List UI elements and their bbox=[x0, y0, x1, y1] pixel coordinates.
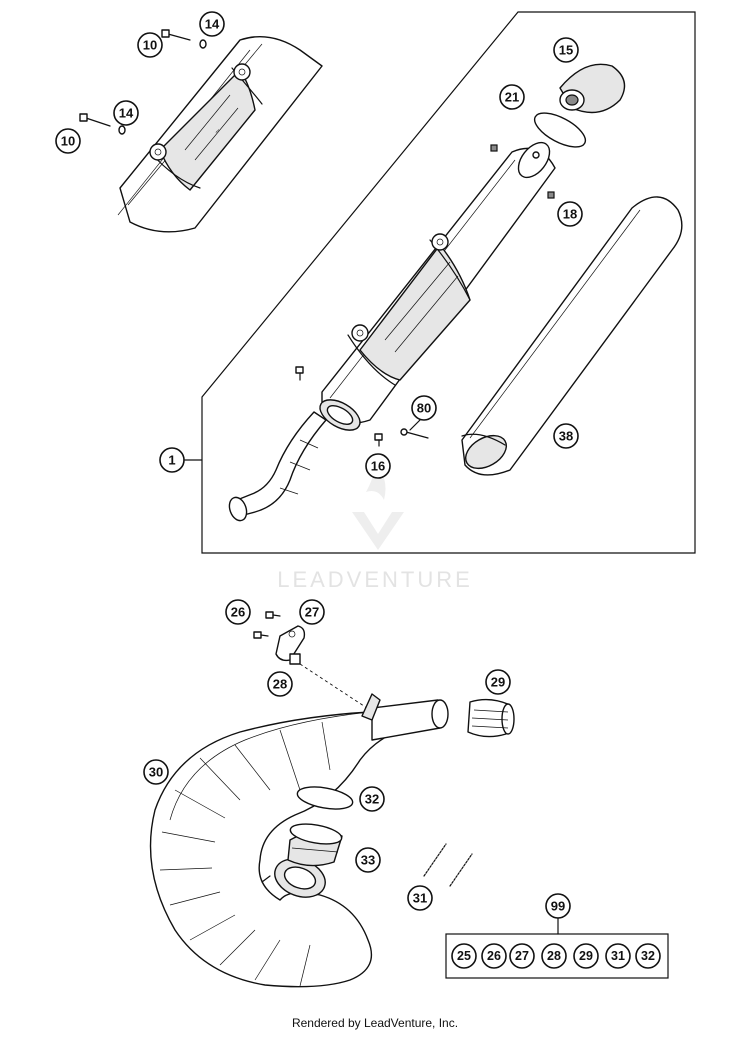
svg-text:14: 14 bbox=[205, 17, 220, 32]
bolt-10-upper bbox=[161, 29, 191, 41]
callout-80[interactable]: 80 bbox=[411, 395, 437, 421]
svg-text:18: 18 bbox=[563, 207, 577, 222]
callout-14-lower[interactable]: 14 bbox=[113, 100, 139, 126]
callout-30[interactable]: 30 bbox=[143, 759, 169, 785]
svg-text:10: 10 bbox=[143, 38, 157, 53]
svg-text:32: 32 bbox=[365, 792, 379, 807]
svg-text:80: 80 bbox=[417, 401, 431, 416]
callout-16[interactable]: 16 bbox=[365, 453, 391, 479]
svg-text:21: 21 bbox=[505, 90, 519, 105]
svg-text:26: 26 bbox=[487, 949, 501, 963]
kit-box bbox=[445, 933, 669, 979]
silencer-sleeve bbox=[461, 196, 683, 476]
spring-80 bbox=[400, 428, 429, 439]
rivet-18-mid bbox=[532, 151, 540, 159]
bracket-27 bbox=[275, 625, 306, 662]
callout-27[interactable]: 27 bbox=[299, 599, 325, 625]
watermark-text: LEADVENTURE bbox=[277, 567, 473, 592]
end-cap bbox=[559, 63, 626, 114]
kit-item-29[interactable]: 29 bbox=[573, 943, 599, 969]
clip-nut-28 bbox=[289, 653, 301, 665]
svg-text:15: 15 bbox=[559, 43, 573, 58]
callout-10-upper[interactable]: 10 bbox=[137, 32, 163, 58]
kit-item-26[interactable]: 26 bbox=[481, 943, 507, 969]
svg-text:32: 32 bbox=[641, 949, 655, 963]
rivet-18-side bbox=[547, 191, 555, 199]
svg-text:29: 29 bbox=[491, 675, 505, 690]
leader-80 bbox=[409, 419, 421, 431]
clamp-detail-inset: ~ bbox=[117, 35, 323, 233]
callout-1[interactable]: 1 bbox=[159, 447, 185, 473]
exhaust-header-pipe bbox=[149, 693, 449, 988]
callout-33[interactable]: 33 bbox=[355, 847, 381, 873]
bracket-leader bbox=[299, 663, 371, 711]
silencer-assembly-frame bbox=[201, 11, 696, 554]
svg-text:27: 27 bbox=[305, 605, 319, 620]
springs-31 bbox=[423, 843, 473, 887]
o-ring bbox=[533, 112, 587, 148]
svg-text:31: 31 bbox=[611, 949, 625, 963]
svg-text:~: ~ bbox=[212, 126, 223, 136]
svg-text:31: 31 bbox=[413, 891, 427, 906]
washer-14-upper bbox=[199, 39, 207, 49]
silencer-inlet-pipe bbox=[228, 411, 327, 522]
callout-32[interactable]: 32 bbox=[359, 786, 385, 812]
sealing-ring-29 bbox=[467, 698, 515, 738]
screw-16 bbox=[374, 433, 383, 447]
footer-credit: Rendered by LeadVenture, Inc. bbox=[292, 1016, 458, 1030]
kit-item-28[interactable]: 28 bbox=[541, 943, 567, 969]
svg-text:10: 10 bbox=[61, 134, 75, 149]
svg-text:14: 14 bbox=[119, 106, 134, 121]
svg-text:16: 16 bbox=[371, 459, 385, 474]
screw-26-upper bbox=[265, 611, 281, 619]
callout-21[interactable]: 21 bbox=[499, 84, 525, 110]
screw-26-lower bbox=[253, 631, 269, 639]
svg-text:38: 38 bbox=[559, 429, 573, 444]
o-ring-32 bbox=[296, 786, 354, 810]
svg-text:1: 1 bbox=[168, 453, 175, 468]
bolt-10-lower bbox=[79, 113, 111, 127]
washer-14-lower bbox=[118, 125, 126, 135]
svg-text:28: 28 bbox=[273, 677, 287, 692]
svg-text:99: 99 bbox=[551, 899, 565, 914]
callout-18[interactable]: 18 bbox=[557, 201, 583, 227]
kit-item-32[interactable]: 32 bbox=[635, 943, 661, 969]
callout-28[interactable]: 28 bbox=[267, 671, 293, 697]
kit-item-31[interactable]: 31 bbox=[605, 943, 631, 969]
svg-text:33: 33 bbox=[361, 853, 375, 868]
svg-text:27: 27 bbox=[515, 949, 529, 963]
svg-text:29: 29 bbox=[579, 949, 593, 963]
svg-text:25: 25 bbox=[457, 949, 471, 963]
callout-99[interactable]: 99 bbox=[545, 893, 571, 919]
svg-text:28: 28 bbox=[547, 949, 561, 963]
kit-item-25[interactable]: 25 bbox=[451, 943, 477, 969]
callout-14-upper[interactable]: 14 bbox=[199, 11, 225, 37]
callout-10-lower[interactable]: 10 bbox=[55, 128, 81, 154]
rubber-sleeve-33 bbox=[287, 823, 343, 867]
callout-31[interactable]: 31 bbox=[407, 885, 433, 911]
callout-38[interactable]: 38 bbox=[553, 423, 579, 449]
svg-text:30: 30 bbox=[149, 765, 163, 780]
callout-26[interactable]: 26 bbox=[225, 599, 251, 625]
rivet-18-top bbox=[490, 144, 498, 152]
kit-item-27[interactable]: 27 bbox=[509, 943, 535, 969]
silencer-body bbox=[319, 141, 556, 431]
callout-15[interactable]: 15 bbox=[553, 37, 579, 63]
svg-text:26: 26 bbox=[231, 605, 245, 620]
screw-16-left bbox=[295, 366, 304, 381]
callout-29[interactable]: 29 bbox=[485, 669, 511, 695]
